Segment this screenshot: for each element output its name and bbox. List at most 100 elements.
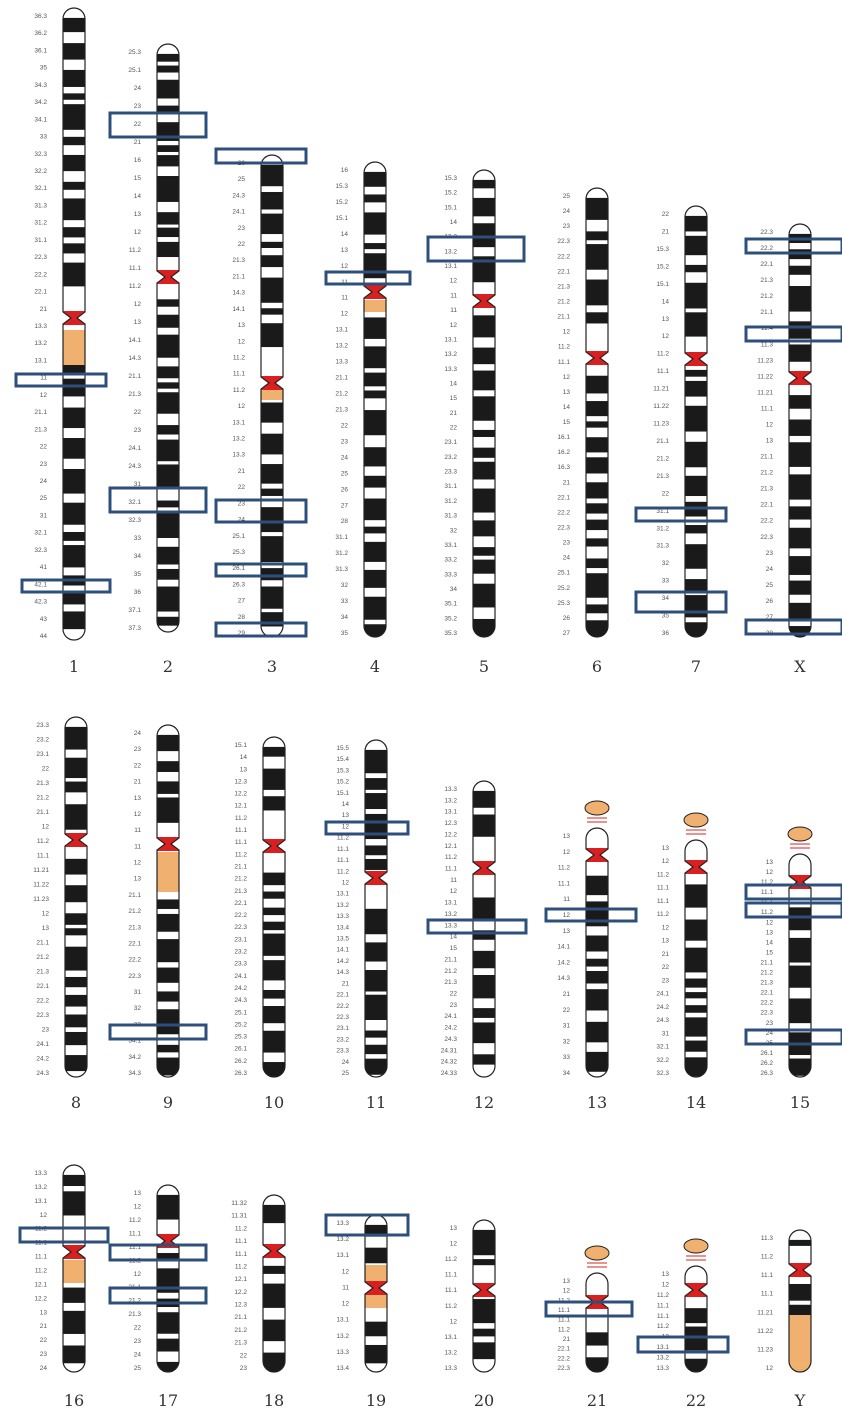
- band-label: 21.1: [234, 863, 247, 870]
- band-label: 14: [240, 754, 248, 761]
- highlight-box: [20, 578, 112, 594]
- band-label: 21.1: [36, 940, 49, 947]
- chromosome-4: 1615.315.215.114131211111213.113.213.321…: [335, 161, 387, 676]
- band-label: 14: [563, 404, 571, 411]
- band-label: 43: [40, 616, 48, 623]
- band-label: 33.3: [444, 571, 457, 578]
- band: [685, 1057, 707, 1077]
- highlight-box: [744, 325, 842, 343]
- band: [473, 179, 495, 189]
- band-label: 22: [40, 444, 48, 451]
- band-label: 31.3: [335, 566, 348, 573]
- band: [789, 556, 811, 575]
- band-label: 12.2: [234, 1289, 247, 1296]
- band-label: 11.21: [757, 389, 773, 396]
- band-label: 26.3: [234, 1070, 247, 1077]
- band-label: 33: [563, 1054, 571, 1061]
- band: [63, 43, 85, 60]
- band-label: 22: [662, 964, 670, 971]
- band: [685, 235, 707, 256]
- band-label: 13: [134, 211, 142, 218]
- band-label: 22.2: [760, 1000, 773, 1007]
- band-label: 21.3: [335, 406, 348, 413]
- band-label: 13.2: [34, 340, 47, 347]
- band-label: 22.1: [557, 268, 570, 275]
- band-label: 11.2: [761, 1254, 774, 1261]
- band: [261, 255, 283, 268]
- band-label: 13.5: [336, 936, 349, 943]
- band: [261, 308, 283, 315]
- band: [365, 1058, 387, 1075]
- satellite: [584, 1245, 610, 1261]
- band: [685, 282, 707, 309]
- chromosome-14: 131211.211.111.111.2121321222324.124.224…: [656, 812, 709, 1112]
- band-label: 11.4: [761, 325, 774, 332]
- band-label: 22.1: [128, 940, 141, 947]
- band-label: 13.2: [444, 797, 457, 804]
- band-label: 12: [42, 911, 50, 918]
- highlight-box: [544, 1300, 634, 1318]
- band-label: 13.1: [335, 327, 348, 334]
- band-label: 15.5: [336, 745, 349, 752]
- band-label: 15: [450, 395, 458, 402]
- band-label: 16.2: [557, 449, 570, 456]
- band: [364, 171, 386, 187]
- band-label: 31.1: [444, 483, 457, 490]
- band: [685, 1017, 707, 1037]
- band-label: 15.2: [656, 263, 669, 270]
- band-label: 21.3: [34, 426, 47, 433]
- chromosome-15: 131211.211.111.111.21213141521.121.221.3…: [760, 826, 813, 1112]
- band-label: 25: [40, 495, 48, 502]
- band-label: 12: [450, 1241, 458, 1248]
- band-label: 12: [450, 888, 458, 895]
- band-label: 11.2: [35, 1268, 48, 1275]
- band-label: 21.1: [656, 438, 669, 445]
- band-label: 32.1: [34, 530, 47, 537]
- band-label: 21.1: [34, 409, 47, 416]
- band-label: 23: [134, 103, 142, 110]
- band-label: 24: [238, 517, 246, 524]
- band-label: 27: [766, 614, 774, 621]
- band: [157, 991, 179, 1002]
- satellite: [787, 826, 813, 842]
- band: [365, 858, 387, 870]
- band-label: 11.2: [235, 815, 248, 822]
- band-label: 11.23: [33, 896, 49, 903]
- band-label: 24.31: [441, 1047, 458, 1054]
- band-label: 23: [134, 1338, 142, 1345]
- band-label: 11.1: [233, 371, 246, 378]
- band-label: 24.3: [234, 997, 247, 1004]
- band: [157, 797, 179, 823]
- chromosome-18: 11.3211.3111.211.111.111.212.112.212.321…: [231, 1194, 286, 1410]
- band-label: 11.22: [653, 403, 669, 410]
- centromere: [65, 833, 87, 847]
- centromere: [63, 1245, 85, 1259]
- band-label: 42.3: [34, 599, 47, 606]
- band-label: 23: [563, 223, 571, 230]
- band: [261, 536, 283, 563]
- band: [65, 781, 87, 793]
- band: [63, 154, 85, 172]
- band-label: 21.2: [128, 908, 141, 915]
- chromosome-label: 22: [686, 1391, 706, 1410]
- highlight-box: [324, 1213, 410, 1237]
- band-label: 21: [563, 991, 571, 998]
- band-label: 11.2: [657, 1292, 670, 1299]
- band-label: 12: [342, 823, 350, 830]
- band-label: 11.1: [235, 827, 248, 834]
- band-label: 32.3: [34, 547, 47, 554]
- chromosome-label: 14: [686, 1093, 706, 1112]
- band-label: 25: [134, 1365, 142, 1372]
- band-label: 13.2: [336, 1236, 349, 1243]
- band-label: 13.3: [444, 1365, 457, 1372]
- band-label: 23.1: [336, 1025, 349, 1032]
- band: [685, 525, 707, 534]
- highlight-box: [324, 270, 412, 286]
- band-label: 11.2: [129, 283, 142, 290]
- band-label: 12: [40, 392, 48, 399]
- band: [157, 65, 179, 73]
- band: [789, 1239, 811, 1246]
- band: [586, 312, 608, 324]
- chromosome-label: 21: [587, 1391, 607, 1410]
